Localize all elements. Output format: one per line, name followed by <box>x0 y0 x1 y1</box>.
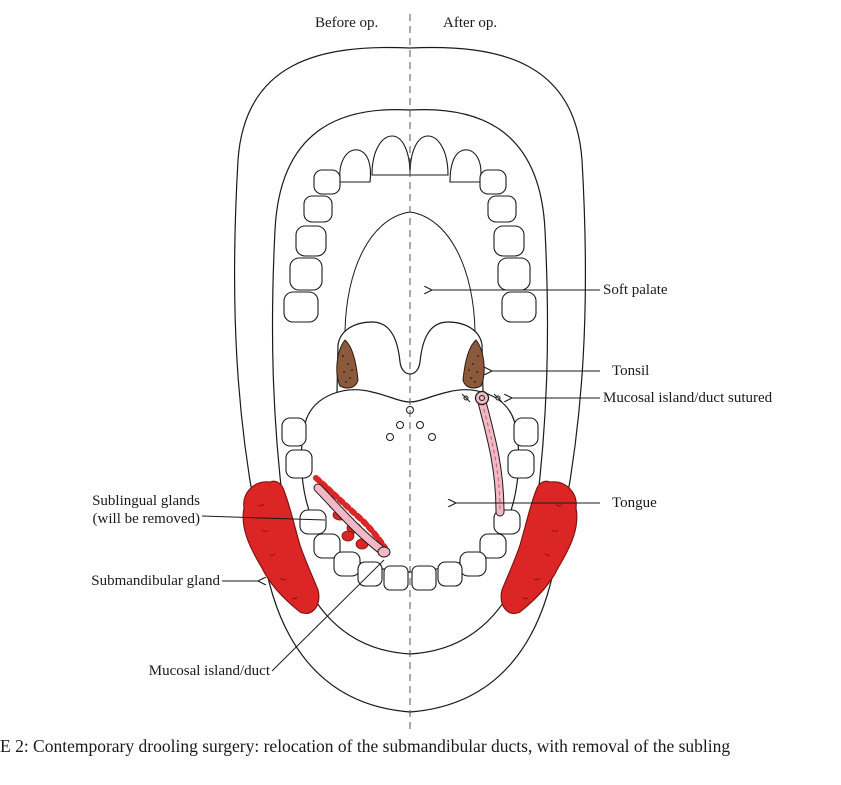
label-tongue: Tongue <box>612 495 657 511</box>
duct-opening-right <box>474 390 490 406</box>
label-mucosal-island-duct: Mucosal island/duct <box>148 663 270 679</box>
label-tonsil: Tonsil <box>612 363 650 379</box>
label-sublingual-glands-note: (will be removed) <box>92 511 200 527</box>
label-sublingual-glands: Sublingual glands <box>92 493 200 509</box>
figure-caption: E 2: Contemporary drooling surgery: relo… <box>0 736 731 756</box>
mucosal-duct-leader <box>271 559 385 672</box>
label-soft-palate: Soft palate <box>603 282 668 298</box>
tongue-papillae <box>386 406 436 441</box>
upper-teeth <box>283 135 537 323</box>
tonsil-texture <box>342 355 479 383</box>
duct-opening-left <box>377 546 391 558</box>
sutures <box>461 393 503 403</box>
gland-texture <box>257 503 563 600</box>
submandibular-gland-left <box>242 480 320 614</box>
label-submandibular-gland: Submandibular gland <box>91 573 220 589</box>
label-before-op: Before op. <box>315 15 379 31</box>
sublingual-leader <box>201 515 326 521</box>
submandibular-gland-right <box>500 480 578 614</box>
label-mucosal-island-sutured: Mucosal island/duct sutured <box>603 390 773 406</box>
label-after-op: After op. <box>443 15 498 31</box>
